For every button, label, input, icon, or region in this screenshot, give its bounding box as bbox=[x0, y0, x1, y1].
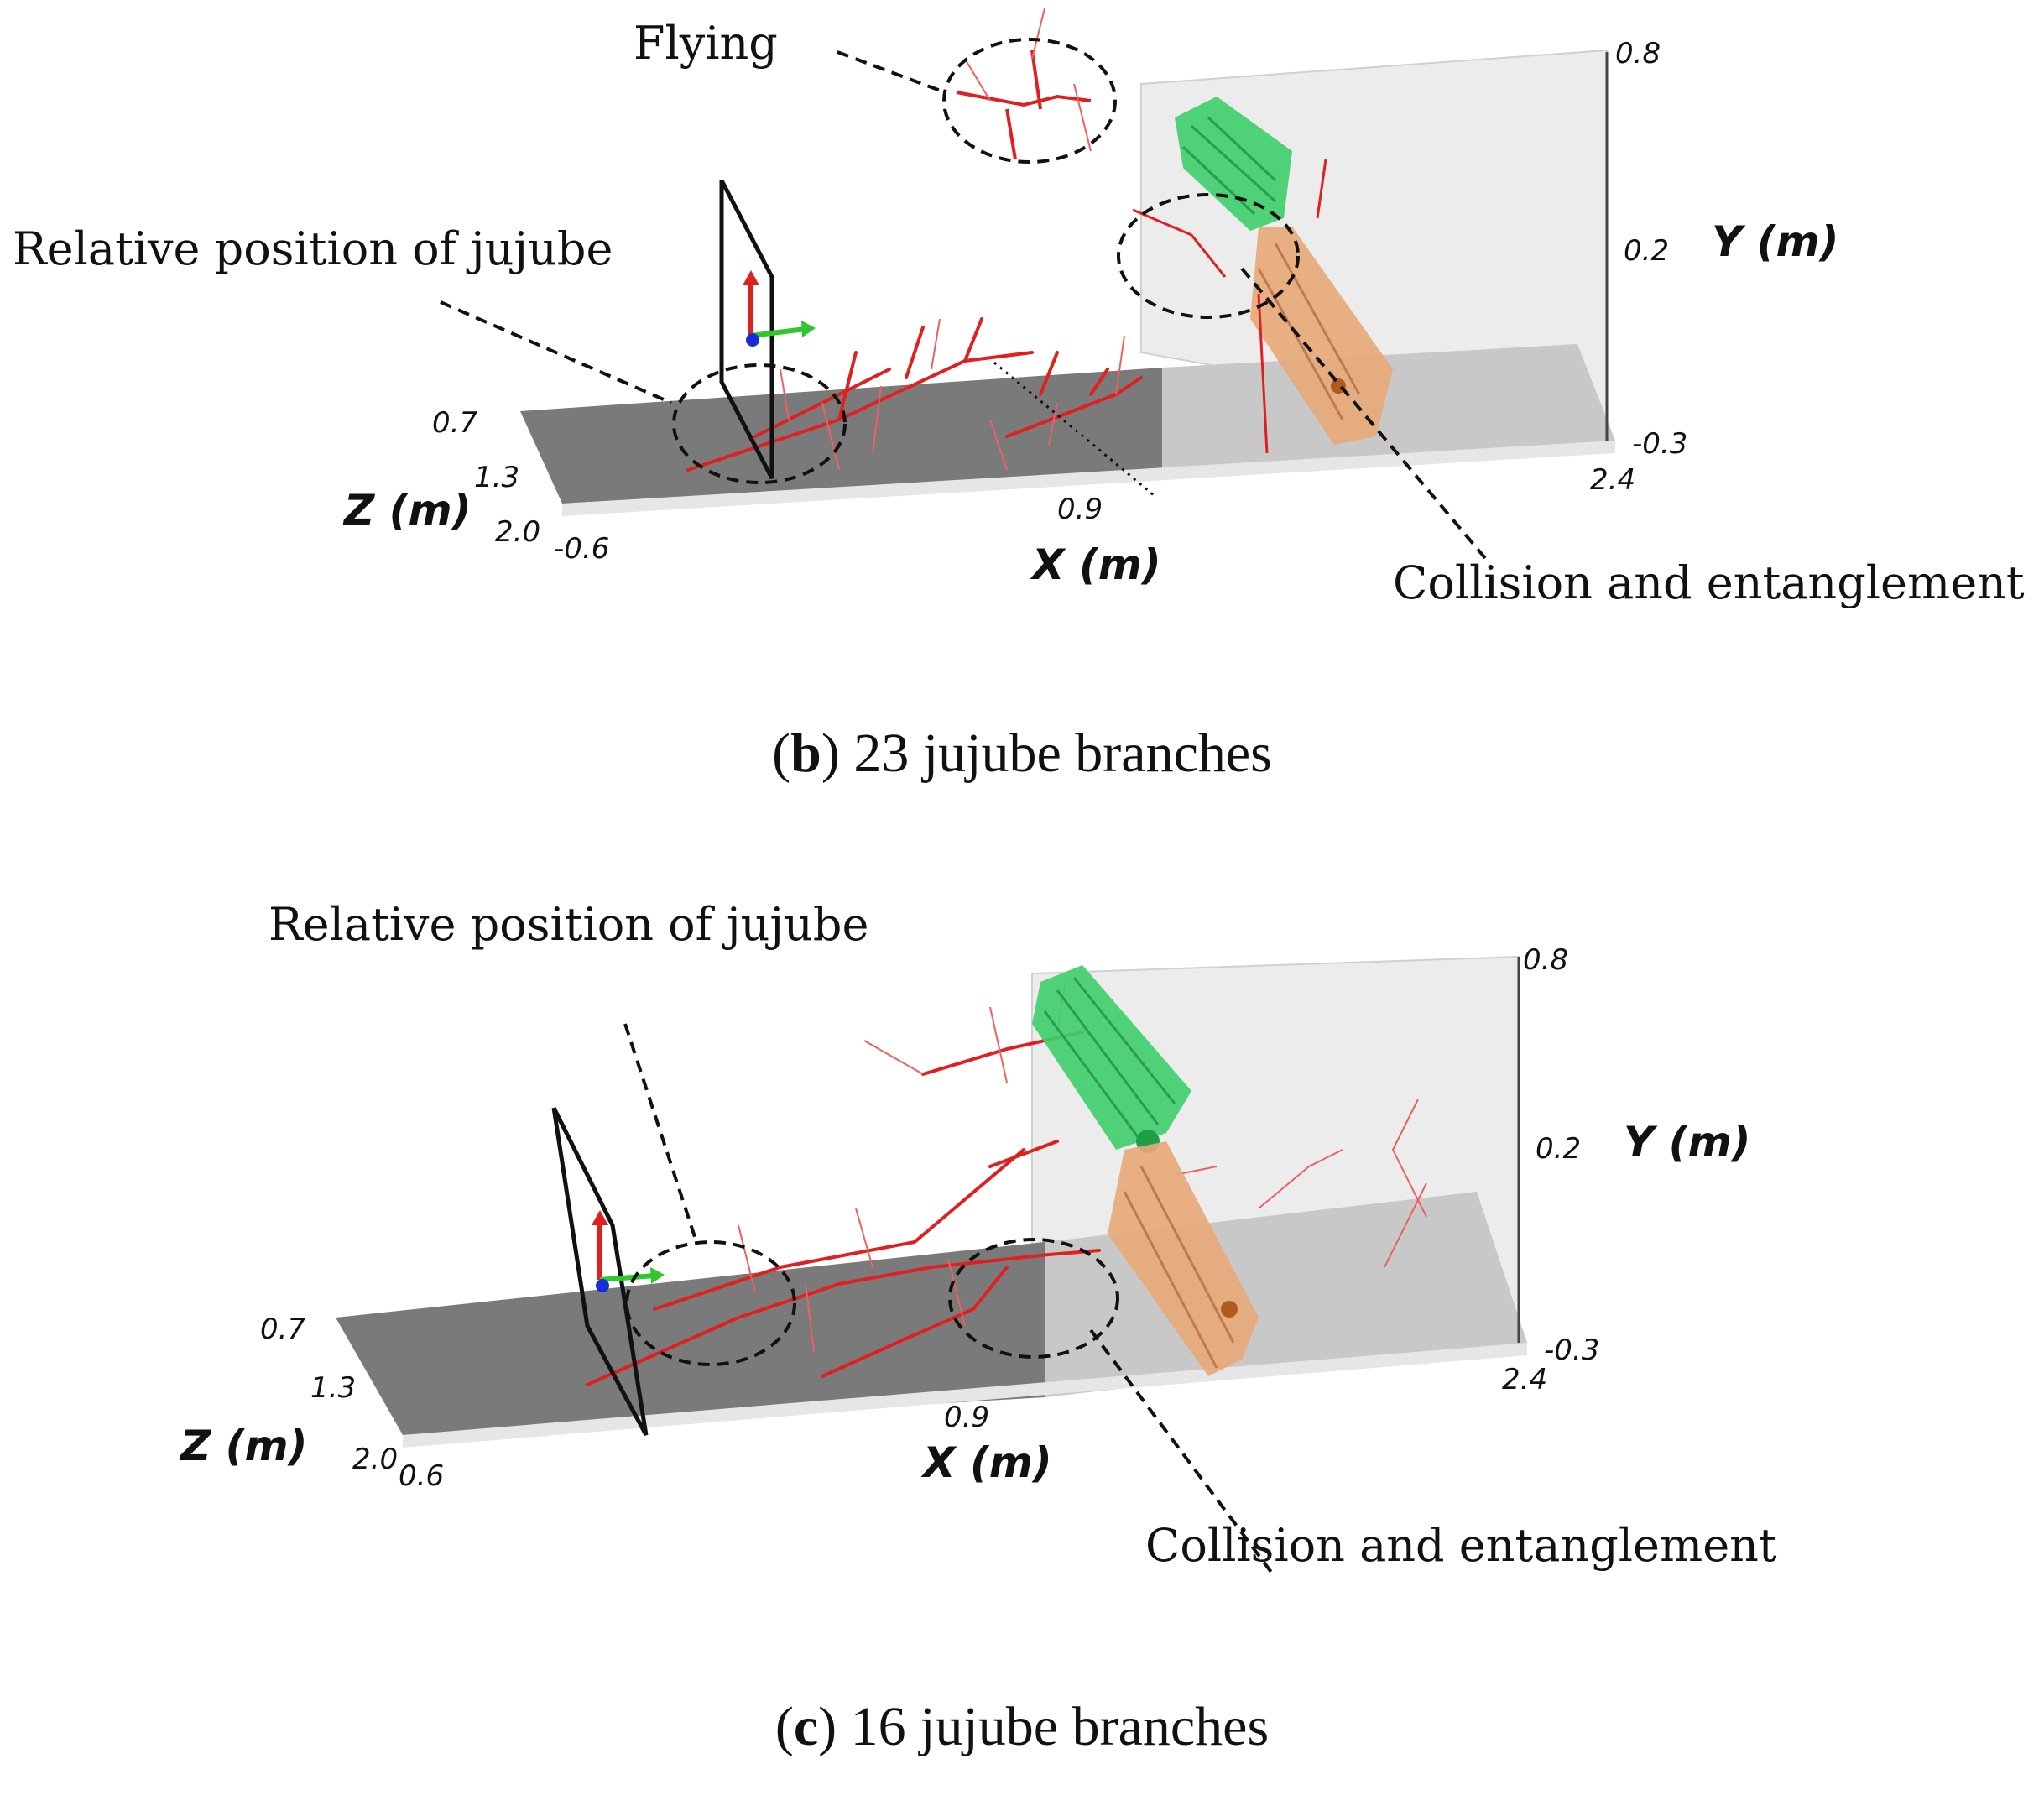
x-tick-mid: 0.9 bbox=[1057, 493, 1103, 526]
z-tick-bottom: 2.0 bbox=[495, 515, 540, 549]
orange-shredder bbox=[1108, 1141, 1259, 1376]
y-tick-mid: 0.2 bbox=[1624, 234, 1669, 268]
y-axis-label: Y (m) bbox=[1712, 217, 1838, 266]
relative-position-ellipse bbox=[672, 363, 847, 484]
caption-b: (b) 23 jujube branches bbox=[772, 723, 1272, 784]
caption-b-text: 23 jujube branches bbox=[853, 723, 1272, 784]
caption-c: (c) 16 jujube branches bbox=[774, 1696, 1270, 1757]
z-axis-label: Z (m) bbox=[179, 1422, 307, 1470]
caption-b-letter: b bbox=[790, 723, 821, 784]
knife-frame bbox=[551, 1106, 649, 1437]
collision-ellipse bbox=[1117, 193, 1300, 319]
green-shredder bbox=[1032, 965, 1191, 1153]
label-collision: Collision and entanglement bbox=[1393, 556, 2025, 609]
coordinate-triad bbox=[592, 1210, 665, 1292]
relative-position-ellipse bbox=[625, 1240, 796, 1366]
label-flying: Flying bbox=[634, 17, 778, 70]
x-tick-right: 2.4 bbox=[1590, 463, 1635, 497]
x-tick-left: 0.6 bbox=[399, 1459, 444, 1493]
floor-edge bbox=[562, 441, 1615, 516]
flying-twigs bbox=[964, 8, 1092, 152]
x-axis-label: X (m) bbox=[1030, 540, 1161, 589]
collision-ellipse bbox=[948, 1238, 1119, 1359]
y-tick-top: 0.8 bbox=[1523, 943, 1568, 977]
coordinate-triad bbox=[743, 270, 816, 347]
green-shredder bbox=[1175, 97, 1292, 231]
relative-position-leader bbox=[623, 1023, 698, 1243]
label-collision: Collision and entanglement bbox=[1145, 1519, 1777, 1572]
y-tick-bottom: -0.3 bbox=[1632, 427, 1687, 461]
x-tick-right: 2.4 bbox=[1502, 1363, 1547, 1396]
flying-ellipse bbox=[942, 38, 1117, 164]
x-tick-mid: 0.9 bbox=[944, 1401, 989, 1434]
z-tick-mid: 1.3 bbox=[474, 461, 519, 494]
z-tick-mid: 1.3 bbox=[310, 1371, 356, 1405]
y-axis-label: Y (m) bbox=[1624, 1118, 1750, 1166]
z-tick-top: 0.7 bbox=[260, 1313, 305, 1346]
caption-c-text: 16 jujube branches bbox=[850, 1696, 1270, 1757]
label-relative-position: Relative position of jujube bbox=[13, 222, 613, 275]
y-tick-mid: 0.2 bbox=[1536, 1132, 1581, 1166]
label-relative-position: Relative position of jujube bbox=[269, 898, 868, 951]
flying-branch bbox=[956, 50, 1092, 160]
y-tick-top: 0.8 bbox=[1615, 37, 1661, 70]
flying-leader bbox=[837, 50, 946, 94]
z-tick-bottom: 2.0 bbox=[352, 1443, 398, 1476]
entangled-branches bbox=[1132, 159, 1327, 454]
orange-shredder bbox=[1250, 227, 1393, 445]
z-tick-top: 0.7 bbox=[432, 406, 477, 440]
caption-c-letter: c bbox=[793, 1696, 819, 1757]
knife-frame bbox=[719, 179, 774, 480]
relative-position-leader bbox=[440, 300, 672, 404]
x-tick-left: -0.6 bbox=[554, 532, 609, 566]
collision-leader bbox=[1089, 1328, 1277, 1579]
panel-c: Relative position of jujube Collision an… bbox=[0, 873, 2044, 1811]
y-tick-bottom: -0.3 bbox=[1544, 1333, 1599, 1367]
branch-twigs bbox=[780, 318, 1125, 471]
panel-b: Flying Relative position of jujube Colli… bbox=[0, 0, 2044, 839]
floor-edge bbox=[403, 1343, 1527, 1448]
floor-light bbox=[1162, 344, 1615, 470]
x-axis-label: X (m) bbox=[920, 1438, 1052, 1487]
collision-leader bbox=[1240, 267, 1487, 560]
scene-b: Flying Relative position of jujube Colli… bbox=[13, 8, 2025, 609]
scene-c: Relative position of jujube Collision an… bbox=[179, 898, 1777, 1579]
z-axis-label: Z (m) bbox=[342, 486, 471, 535]
